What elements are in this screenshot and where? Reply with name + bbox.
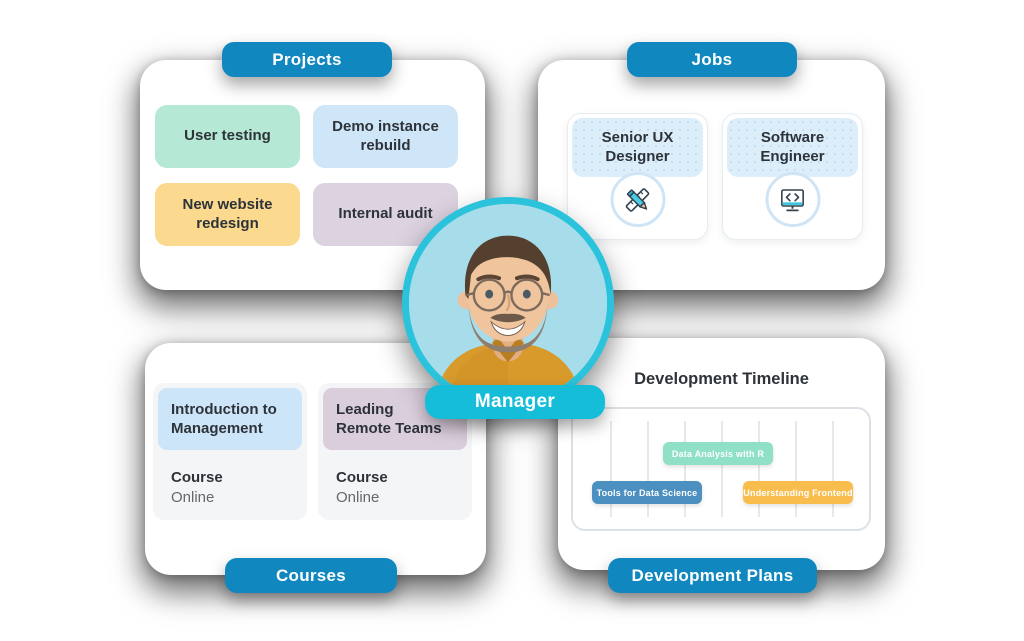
projects-badge[interactable]: Projects <box>222 42 392 77</box>
courses-badge[interactable]: Courses <box>225 558 397 593</box>
jobs-badge[interactable]: Jobs <box>627 42 797 77</box>
course-type-label: Course <box>336 469 388 486</box>
timeline-bar-label: Understanding Frontend <box>743 487 853 498</box>
course-title: Introduction to Management <box>171 400 277 438</box>
timeline-bar-label: Tools for Data Science <box>596 487 698 498</box>
job-title: Software Engineer <box>760 128 825 165</box>
gridline <box>795 421 797 517</box>
course-mode-label: Online <box>336 489 380 506</box>
course-type-label: Course <box>171 469 223 486</box>
course-meta: Course Online <box>153 455 307 506</box>
project-chip-label: New website redesign <box>182 195 273 232</box>
job-tile-software-engineer[interactable]: Software Engineer <box>722 113 863 240</box>
gridline <box>647 421 649 517</box>
timeline-bar-data-analysis-with-r[interactable]: Data Analysis with R <box>663 442 773 465</box>
project-chip-grid: User testing Demo instance rebuild New w… <box>155 105 470 246</box>
manager-badge[interactable]: Manager <box>425 385 605 419</box>
development-timeline-title: Development Timeline <box>634 370 809 388</box>
course-tile-introduction-to-management[interactable]: Introduction to Management Course Online <box>153 383 307 520</box>
pencil-ruler-icon <box>610 172 665 227</box>
timeline-bar-understanding-frontend[interactable]: Understanding Frontend <box>743 481 853 504</box>
timeline-bar-tools-for-data-science[interactable]: Tools for Data Science <box>592 481 702 504</box>
project-chip-new-website-redesign[interactable]: New website redesign <box>155 183 300 246</box>
job-tile-row: Senior UX Designer <box>567 113 863 240</box>
gridline <box>684 421 686 517</box>
job-tile-header: Senior UX Designer <box>572 118 703 177</box>
manager-avatar <box>402 197 614 409</box>
job-tile-header: Software Engineer <box>727 118 858 177</box>
project-chip-user-testing[interactable]: User testing <box>155 105 300 168</box>
timeline-bar-label: Data Analysis with R <box>671 448 765 459</box>
job-title: Senior UX Designer <box>601 128 674 165</box>
development-plans-badge[interactable]: Development Plans <box>608 558 817 593</box>
jobs-card: Senior UX Designer <box>538 60 885 290</box>
project-chip-label: User testing <box>184 127 271 145</box>
gridline <box>832 421 834 517</box>
gridline <box>721 421 723 517</box>
course-tile-header: Introduction to Management <box>158 388 302 450</box>
project-chip-label: Demo instance rebuild <box>332 117 439 154</box>
development-timeline-chart: Data Analysis with R Tools for Data Scie… <box>571 407 871 531</box>
projects-card: User testing Demo instance rebuild New w… <box>140 60 485 290</box>
gridline <box>610 421 612 517</box>
project-chip-label: Internal audit <box>338 205 433 223</box>
gridline <box>758 421 760 517</box>
development-plans-card: Development Timeline Data Analysis with … <box>558 338 885 570</box>
manager-portrait-illustration <box>409 204 607 402</box>
monitor-code-icon <box>765 172 820 227</box>
course-meta: Course Online <box>318 455 472 506</box>
job-tile-senior-ux-designer[interactable]: Senior UX Designer <box>567 113 708 240</box>
project-chip-demo-instance-rebuild[interactable]: Demo instance rebuild <box>313 105 458 168</box>
course-title: Leading Remote Teams <box>336 400 442 438</box>
course-mode-label: Online <box>171 489 215 506</box>
